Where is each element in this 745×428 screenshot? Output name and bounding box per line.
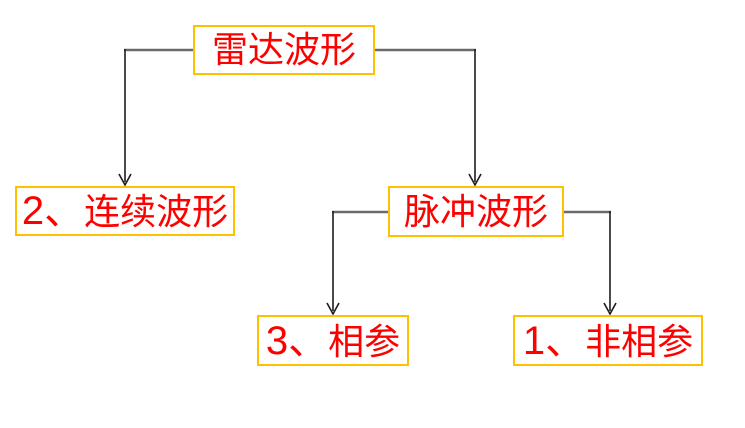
node-coherent-label: 3、相参	[266, 321, 400, 361]
connector-root-to-pulse	[374, 48, 482, 187]
node-continuous-waveform-label: 2、连续波形	[22, 191, 228, 231]
node-radar-waveform-label: 雷达波形	[212, 32, 356, 68]
connector-pulse-to-coherent	[326, 210, 389, 316]
node-number-prefix: 3、	[265, 318, 329, 363]
node-radar-waveform: 雷达波形	[193, 25, 375, 75]
node-number-prefix: 1、	[522, 318, 586, 363]
arrowhead-down-icon	[118, 173, 132, 187]
arrowhead-down-icon	[603, 302, 617, 316]
node-continuous-waveform: 2、连续波形	[15, 186, 235, 236]
node-noncoherent-label: 1、非相参	[523, 321, 693, 361]
node-label: 连续波形	[84, 192, 229, 232]
node-label: 雷达波形	[211, 30, 356, 70]
node-label: 非相参	[585, 321, 694, 362]
arrowhead-down-icon	[468, 173, 482, 187]
connector-pulse-to-noncoherent	[563, 210, 617, 316]
connector-root-to-continuous	[118, 48, 194, 187]
node-label: 脉冲波形	[403, 191, 548, 232]
node-label: 相参	[328, 321, 401, 362]
node-number-prefix: 2、	[21, 189, 85, 233]
node-coherent: 3、相参	[257, 315, 409, 366]
node-pulse-waveform: 脉冲波形	[388, 186, 564, 237]
node-pulse-waveform-label: 脉冲波形	[404, 194, 548, 230]
node-noncoherent: 1、非相参	[513, 315, 703, 366]
arrowhead-down-icon	[326, 302, 340, 316]
